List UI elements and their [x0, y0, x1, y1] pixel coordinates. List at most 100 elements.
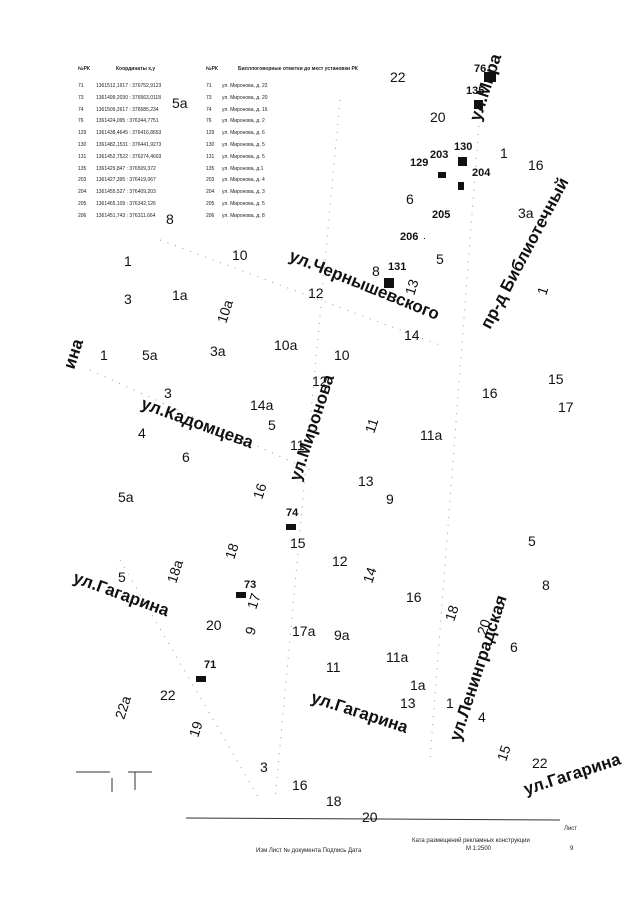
table-cell: 135 — [206, 165, 215, 172]
table-cell: 129 — [206, 130, 215, 137]
house-number: 10 — [334, 347, 350, 363]
ad-marker-label: 76 — [474, 63, 486, 75]
house-number: 20 — [206, 617, 222, 633]
house-number: 5 — [436, 251, 444, 267]
house-number: 14 — [360, 565, 380, 585]
house-number: 22 — [532, 755, 548, 771]
house-number: 3 — [124, 291, 132, 307]
ad-marker — [286, 524, 296, 530]
ad-marker-label: 71 — [204, 659, 216, 671]
house-number: 22 — [390, 69, 406, 85]
table-cell: 1361509,2617 : 376585,234 — [96, 106, 159, 113]
house-number: 14 — [404, 327, 420, 343]
table-cell: 76 — [78, 118, 84, 125]
house-number: 11 — [290, 437, 305, 453]
house-number: 11 — [326, 659, 341, 675]
table-cell: ул. Миронова, д. 8 — [222, 212, 265, 219]
ad-marker-label: 74 — [286, 507, 299, 519]
ad-marker — [424, 238, 425, 239]
house-number: 5 — [268, 417, 276, 433]
table-cell: 204 — [206, 189, 215, 196]
table-cell: ул. Миронова, д. 16 — [222, 106, 268, 113]
house-number: 9а — [334, 627, 350, 643]
table-cell: ул. Миронова, д. 20 — [222, 94, 268, 101]
ad-marker — [474, 100, 483, 109]
table-cell: ул. Миронова, д. 4 — [222, 177, 265, 184]
ad-marker-label: 206 — [400, 231, 418, 243]
table-cell: 1361455,527 : 376409,203 — [96, 189, 156, 196]
ad-marker-label: 130 — [454, 141, 472, 153]
table-cell: 206 — [206, 212, 215, 219]
table-cell: 1361451,743 : 376311,664 — [96, 212, 156, 219]
house-number: 1а — [172, 287, 188, 303]
table-cell: 73 — [78, 94, 84, 101]
table-cell: ул. Миронова, д. 5 — [222, 153, 265, 160]
ad-marker — [236, 592, 246, 598]
frame-lines — [76, 771, 561, 821]
ad-marker-label: 73 — [244, 579, 256, 591]
house-number: 18 — [326, 793, 342, 809]
house-number: 16 — [250, 481, 270, 501]
ad-marker — [196, 676, 206, 682]
house-number: 1 — [100, 347, 108, 363]
house-number: 22а — [112, 694, 135, 721]
table-cell: 1361499,2030 : 376563,0118 — [96, 94, 161, 101]
footer-map-title: Ката размещений рекламных конструкции — [412, 838, 530, 844]
house-number: 5 — [528, 533, 536, 549]
street-label: ина — [60, 336, 88, 371]
house-number: 13 — [400, 695, 416, 711]
house-number: 20 — [362, 809, 378, 825]
ad-marker — [384, 278, 394, 288]
table-cell: 203 — [206, 177, 215, 184]
house-number: 22 — [160, 687, 176, 703]
house-number: 3а — [210, 343, 226, 359]
house-number: 15 — [494, 743, 514, 763]
table-cell: 73 — [206, 94, 212, 101]
house-number: 12 — [308, 285, 324, 301]
house-number: 16 — [292, 777, 308, 793]
table-cell: 130 — [206, 142, 215, 148]
ad-marker — [440, 210, 441, 211]
ad-marker-label: 203 — [430, 149, 448, 161]
table-cell: ул. Миронова, д. 22 — [222, 83, 268, 89]
footer-list-label: Лист — [564, 826, 578, 832]
table-cell: ул. Миронова, д. 6 — [222, 130, 265, 137]
house-number: 5а — [118, 489, 134, 505]
house-number: 16 — [482, 385, 498, 401]
placement-table: №РК Координаты x,y №РК Билллоговорные от… — [76, 66, 358, 219]
footer-sheet-number: 9 — [570, 846, 574, 852]
ad-marker-label: 204 — [472, 167, 491, 179]
table-cell: 205 — [78, 201, 87, 207]
house-number: 10а — [274, 337, 298, 353]
table-header-address: Билллоговорные отметки до мест установки… — [238, 66, 358, 72]
house-number: 9 — [386, 491, 394, 507]
house-number: 15 — [290, 535, 306, 551]
house-number: 1 — [124, 253, 132, 269]
house-number: 19 — [186, 719, 206, 739]
house-number: 1 — [500, 145, 508, 161]
house-number: 8 — [542, 577, 550, 593]
table-cell: 129 — [78, 130, 87, 137]
footer-columns: Изм Лист № документа Подпись Дата — [256, 848, 362, 854]
ad-marker — [438, 172, 439, 173]
ad-marker-label: 205 — [432, 209, 450, 221]
street-label: пр-д Библиотечный — [477, 174, 573, 331]
table-cell: 130 — [78, 142, 87, 148]
house-number: 1 — [534, 284, 552, 297]
house-number: 6 — [182, 449, 190, 465]
house-number: 5а — [172, 95, 188, 111]
ad-marker-label: 135 — [466, 85, 484, 97]
house-number: 8 — [166, 211, 174, 227]
ad-marker — [458, 182, 464, 190]
house-number: 5 — [118, 569, 126, 585]
table-cell: 1361427,395 : 376419,067 — [96, 177, 156, 184]
house-number: 4 — [478, 709, 486, 725]
table-cell: ул. Миронова, д. 2 — [222, 118, 265, 125]
table-cell: 1361482,1531 : 376441,9273 — [96, 142, 162, 148]
street-label: ул.Кадомцева — [139, 394, 257, 452]
house-number: 18а — [164, 558, 187, 585]
house-number: 12 — [332, 553, 348, 569]
table-cell: ул. Миронова, д. 5 — [222, 142, 265, 148]
house-number: 11 — [362, 416, 382, 435]
table-header-num-2: №РК — [206, 66, 218, 72]
